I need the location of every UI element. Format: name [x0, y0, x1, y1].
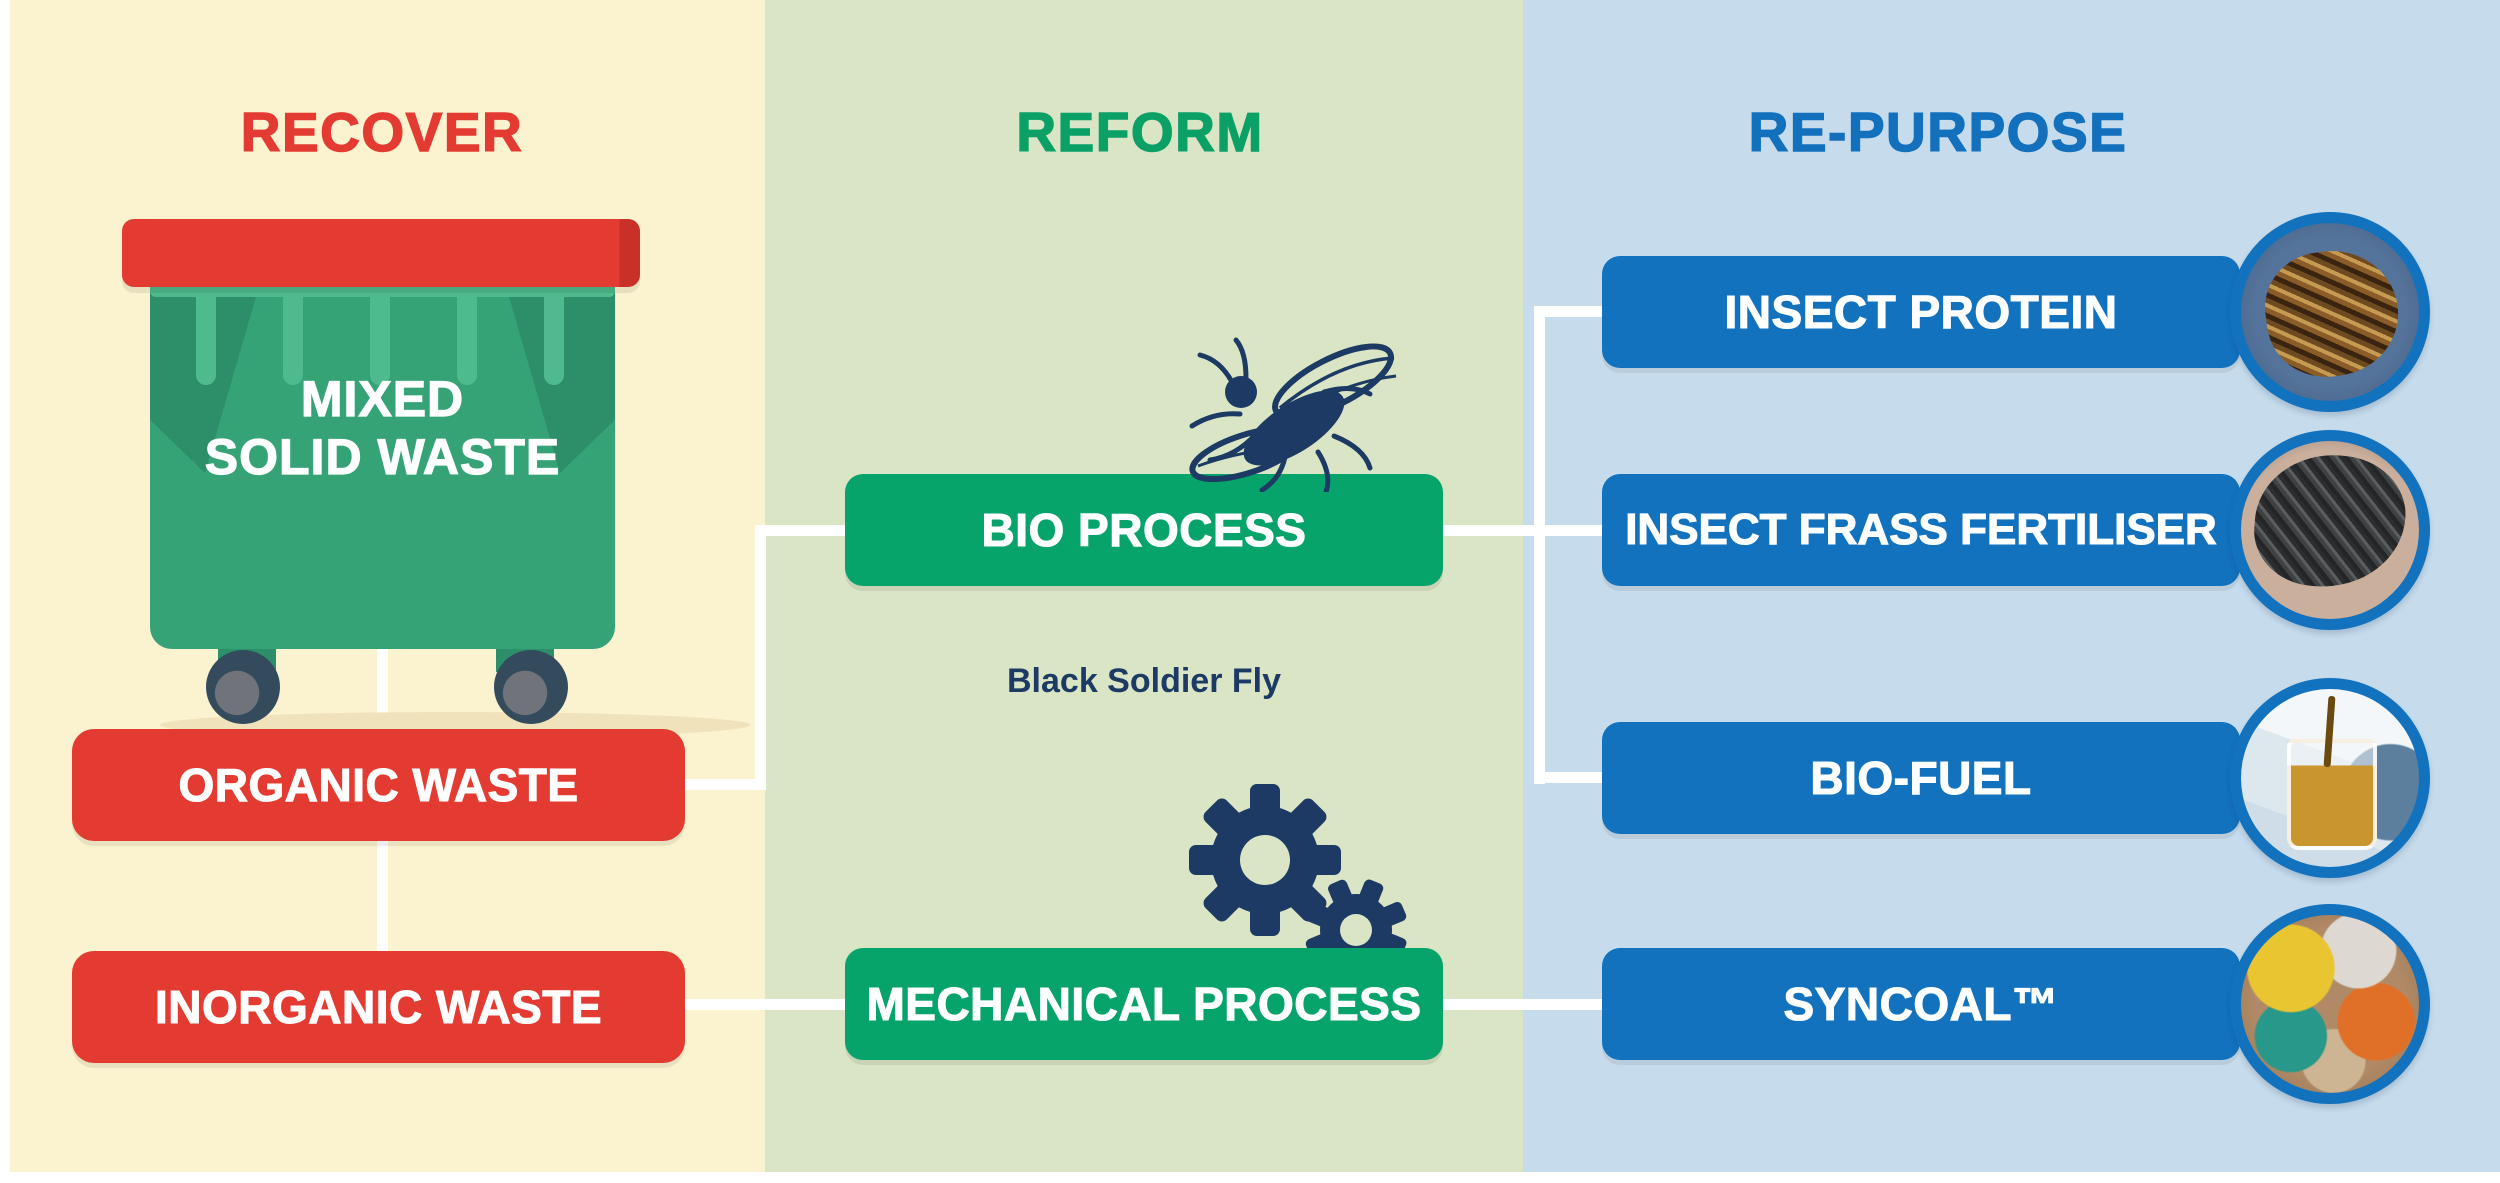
bin-tine — [283, 285, 303, 385]
connector-organic-to-inorganic — [377, 840, 388, 952]
branch-stub-biofuel — [1534, 772, 1603, 783]
repurpose-heading: RE-PURPOSE — [1748, 100, 2128, 163]
left-white-margin — [0, 0, 10, 1183]
connector-mechanical-to-syncoal — [1443, 999, 1603, 1010]
organic-waste-label: ORGANIC WASTE — [178, 758, 579, 811]
node-bio-process: BIO PROCESS — [845, 474, 1443, 586]
photo-bio-fuel — [2230, 678, 2430, 878]
bin-tine — [457, 285, 477, 385]
insect-protein-label: INSECT PROTEIN — [1724, 285, 2118, 338]
bin-label: MIXED SOLID WASTE — [150, 370, 615, 486]
beaker — [2287, 738, 2378, 851]
bin-tine — [370, 285, 390, 385]
recover-heading: RECOVER — [240, 100, 524, 163]
node-bio-fuel: BIO-FUEL — [1602, 722, 2240, 834]
connector-bio-to-branch — [1443, 525, 1603, 536]
syncoal-label: SYNCOAL™ — [1783, 977, 2059, 1030]
photo-syncoal — [2230, 904, 2430, 1104]
bin-tine — [544, 285, 564, 385]
inorganic-waste-label: INORGANIC WASTE — [154, 980, 603, 1033]
bio-process-caption: Black Soldier Fly — [1007, 662, 1281, 700]
bin-right-wheel — [494, 650, 568, 724]
node-insect-protein: INSECT PROTEIN — [1602, 256, 2240, 368]
connector-organic-right — [685, 779, 763, 790]
black-soldier-fly-icon — [1128, 330, 1428, 492]
bin-label-line2: SOLID WASTE — [204, 428, 561, 485]
photo-insect-protein — [2230, 212, 2430, 412]
photo-insect-frass — [2230, 430, 2430, 630]
bin-left-wheel — [206, 650, 280, 724]
mechanical-process-label: MECHANICAL PROCESS — [866, 977, 1422, 1030]
connector-bin-to-organic — [377, 612, 388, 730]
node-organic-waste: ORGANIC WASTE — [72, 729, 685, 841]
bin-tine — [196, 285, 216, 385]
connector-organic-up — [755, 525, 766, 790]
branch-vertical-line — [1534, 306, 1545, 784]
connector-inorganic-to-mechanical — [685, 999, 846, 1010]
bio-process-label: BIO PROCESS — [981, 503, 1307, 556]
insect-frass-fertiliser-label: INSECT FRASS FERTILISER — [1625, 504, 2218, 554]
node-inorganic-waste: INORGANIC WASTE — [72, 951, 685, 1063]
branch-stub-insect-protein — [1534, 306, 1603, 317]
node-syncoal: SYNCOAL™ — [1602, 948, 2240, 1060]
bottom-white-margin — [0, 1172, 2500, 1183]
reform-heading: REFORM — [1016, 100, 1264, 163]
bio-fuel-label: BIO-FUEL — [1810, 751, 2032, 804]
node-mechanical-process: MECHANICAL PROCESS — [845, 948, 1443, 1060]
connector-to-bio — [755, 525, 846, 536]
bin-lid — [122, 219, 640, 287]
bin-label-line1: MIXED — [300, 370, 465, 427]
node-insect-frass-fertiliser: INSECT FRASS FERTILISER — [1602, 474, 2240, 586]
